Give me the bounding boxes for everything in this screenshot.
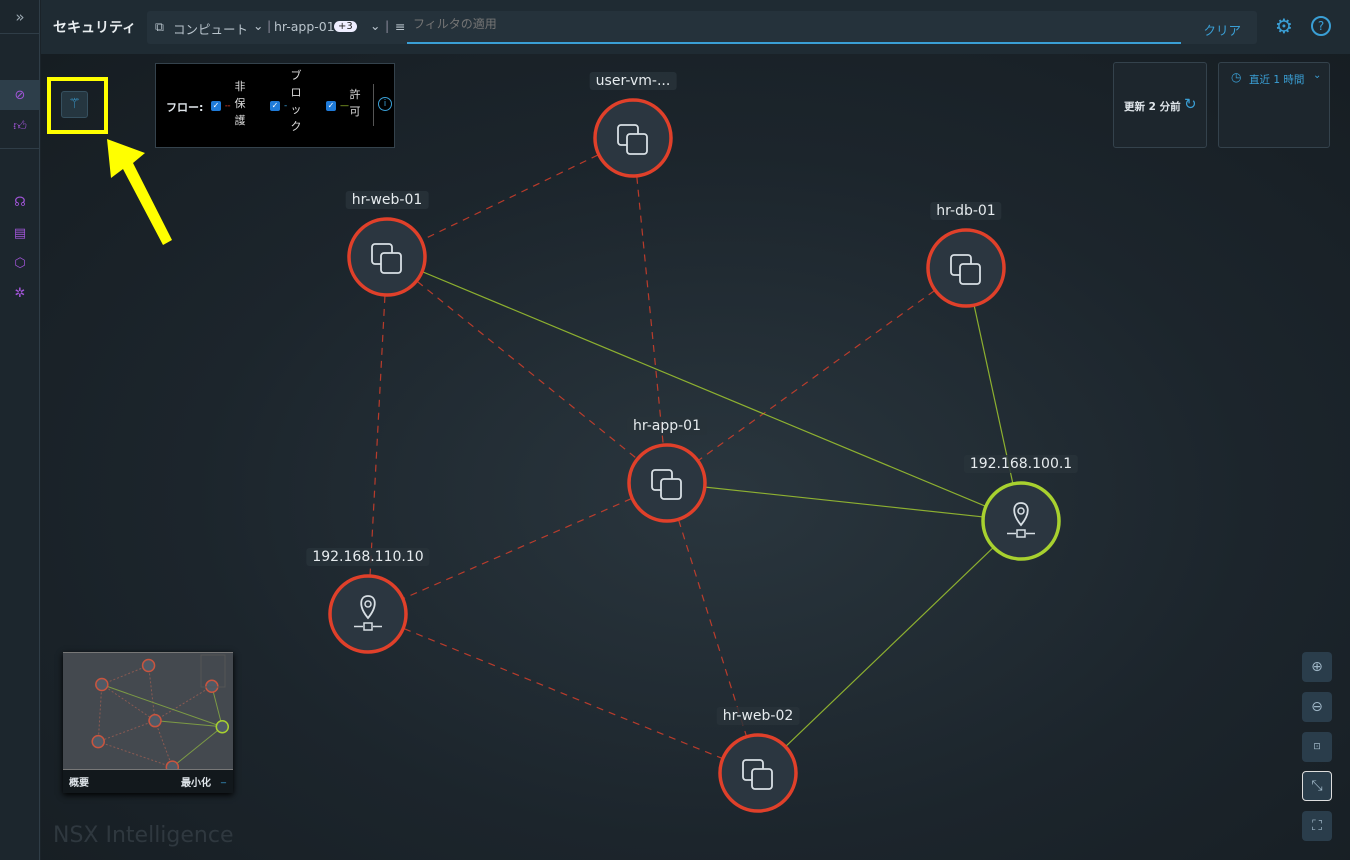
node-ip100[interactable] xyxy=(981,481,1061,561)
flow-edge[interactable] xyxy=(386,256,1022,522)
minimap-node xyxy=(95,677,109,692)
minimap-edge xyxy=(97,684,103,742)
magic-wand-button[interactable]: ⚚ xyxy=(61,91,88,118)
blocked-checkbox[interactable]: ✓ xyxy=(270,101,280,111)
sidebar: » ⊘ 👍︎ ☊ ▤ ⬡ ✲ xyxy=(0,0,40,860)
refresh-panel: 更新 2 分前 ↻ xyxy=(1113,62,1207,148)
minimize-button[interactable]: 最小化 xyxy=(181,778,211,789)
node-user-vm[interactable] xyxy=(593,98,673,178)
node-hr-web-02[interactable] xyxy=(718,733,798,813)
legend-label: フロー: xyxy=(166,101,204,114)
chevron-down-icon[interactable]: ⌄ xyxy=(370,18,381,33)
minimap-node xyxy=(165,760,180,774)
minimap-edge xyxy=(154,720,173,768)
minimap-viewport[interactable] xyxy=(200,654,226,688)
flow-edge[interactable] xyxy=(386,256,668,484)
minimap-node xyxy=(91,734,105,749)
minimap-edge xyxy=(101,665,149,685)
gear-icon[interactable]: ⚙ xyxy=(1275,14,1293,38)
time-range-dropdown[interactable]: 直近 1 時間 xyxy=(1249,74,1305,86)
compute-icon: ⧉ xyxy=(155,19,164,34)
node-label: hr-web-01 xyxy=(345,191,429,209)
sidebar-item-cube-icon[interactable]: ⬡ xyxy=(14,255,26,271)
minimap-title: 概要 xyxy=(69,778,89,789)
object-selector[interactable]: hr-app-01 xyxy=(274,19,335,34)
minimap-edge xyxy=(98,741,173,768)
fit-to-screen-button[interactable]: ⛶ xyxy=(1302,811,1332,841)
node-hr-db-01[interactable] xyxy=(926,228,1006,308)
scope-dropdown[interactable]: コンピュート xyxy=(173,22,249,37)
topology-canvas[interactable] xyxy=(41,54,1350,860)
minimap-edge xyxy=(148,665,156,721)
flow-edge[interactable] xyxy=(386,137,634,258)
watermark: NSX Intelligence xyxy=(53,823,234,848)
node-label: 192.168.110.10 xyxy=(306,548,430,566)
sidebar-item-folder-icon[interactable]: ▤ xyxy=(13,225,27,241)
minimap-edge xyxy=(98,720,156,743)
clock-icon: ◷ xyxy=(1231,70,1242,84)
flow-edge[interactable] xyxy=(367,482,668,615)
filter-bar: ⧉ コンピュート ⌄ | hr-app-01 +3 ⌄ | ≡ クリア xyxy=(147,11,1257,44)
node-label: hr-web-02 xyxy=(716,707,800,725)
unprotected-checkbox[interactable]: ✓ xyxy=(211,101,221,111)
legend-blocked: ブロック xyxy=(290,69,302,133)
node-hr-app-01[interactable] xyxy=(627,443,707,523)
minimap-edge xyxy=(101,684,223,728)
minimap-edge xyxy=(154,685,213,722)
zoom-in-button[interactable]: ⊕ xyxy=(1302,652,1332,682)
node-ip110[interactable] xyxy=(328,574,408,654)
topology-graph xyxy=(328,98,1061,813)
flow-edge[interactable] xyxy=(666,482,759,774)
zoom-out-button[interactable]: ⊖ xyxy=(1302,692,1332,722)
sidebar-item-security-icon[interactable]: ⊘ xyxy=(0,80,40,110)
node-label: hr-db-01 xyxy=(930,202,1002,220)
sidebar-item-recommend-icon[interactable]: 👍︎ xyxy=(13,118,27,134)
refresh-status: 更新 2 分前 xyxy=(1124,101,1181,113)
clear-button[interactable]: クリア xyxy=(1203,23,1241,38)
node-label: user-vm-... xyxy=(589,72,677,90)
location-pin-icon xyxy=(1013,502,1029,527)
time-range-panel[interactable]: ◷ 直近 1 時間 ⌄ xyxy=(1218,62,1330,148)
count-badge: +3 xyxy=(334,21,357,32)
minimap-node xyxy=(148,713,162,728)
minimap-edge xyxy=(211,686,223,727)
annotation-highlight xyxy=(47,77,172,245)
flow-edge[interactable] xyxy=(666,267,967,484)
minimap-view[interactable] xyxy=(63,652,233,774)
allowed-checkbox[interactable]: ✓ xyxy=(326,101,336,111)
legend-allowed: 許可 xyxy=(349,88,361,118)
help-icon[interactable]: ? xyxy=(1311,16,1331,36)
chevron-down-icon[interactable]: ⌄ xyxy=(253,18,264,33)
actual-size-button[interactable]: ⊡ xyxy=(1302,732,1332,762)
flow-edge[interactable] xyxy=(666,482,1022,522)
flow-edge[interactable] xyxy=(367,613,759,774)
node-hr-web-01[interactable] xyxy=(347,217,427,297)
sidebar-item-cluster-icon[interactable]: ✲ xyxy=(14,285,26,301)
minimap-node xyxy=(215,720,230,734)
chevron-down-icon: ⌄ xyxy=(1313,70,1322,81)
node-label: 192.168.100.1 xyxy=(963,455,1079,473)
expand-sidebar-icon[interactable]: » xyxy=(15,8,25,26)
filter-icon: ≡ xyxy=(395,19,406,34)
minimap-edge xyxy=(154,720,223,728)
header: セキュリティ ⧉ コンピュート ⌄ | hr-app-01 +3 ⌄ | ≡ ク… xyxy=(41,0,1350,54)
flow-edge[interactable] xyxy=(965,267,1022,522)
minimize-icon[interactable]: _ xyxy=(221,773,226,784)
location-pin-icon xyxy=(360,595,376,620)
node-label: hr-app-01 xyxy=(626,417,708,435)
page-title: セキュリティ xyxy=(53,20,137,36)
flow-legend: フロー: ✓ ╌ 非保護 ✓ - ブロック ✓ — 許可 i xyxy=(155,63,395,148)
info-icon[interactable]: i xyxy=(378,97,392,111)
minimap-node xyxy=(141,658,156,673)
flow-edge[interactable] xyxy=(757,520,1022,774)
minimap-node xyxy=(205,679,219,694)
legend-unprotected: 非保護 xyxy=(234,80,246,127)
minimap-edge xyxy=(172,726,223,768)
filter-input[interactable] xyxy=(413,17,1113,31)
minimap-edge xyxy=(101,684,156,722)
collapse-button[interactable]: ⤡ xyxy=(1302,771,1332,801)
refresh-icon[interactable]: ↻ xyxy=(1184,95,1197,113)
minimap: 概要 最小化 _ xyxy=(63,652,233,793)
sidebar-item-network-icon[interactable]: ☊ xyxy=(14,194,26,210)
